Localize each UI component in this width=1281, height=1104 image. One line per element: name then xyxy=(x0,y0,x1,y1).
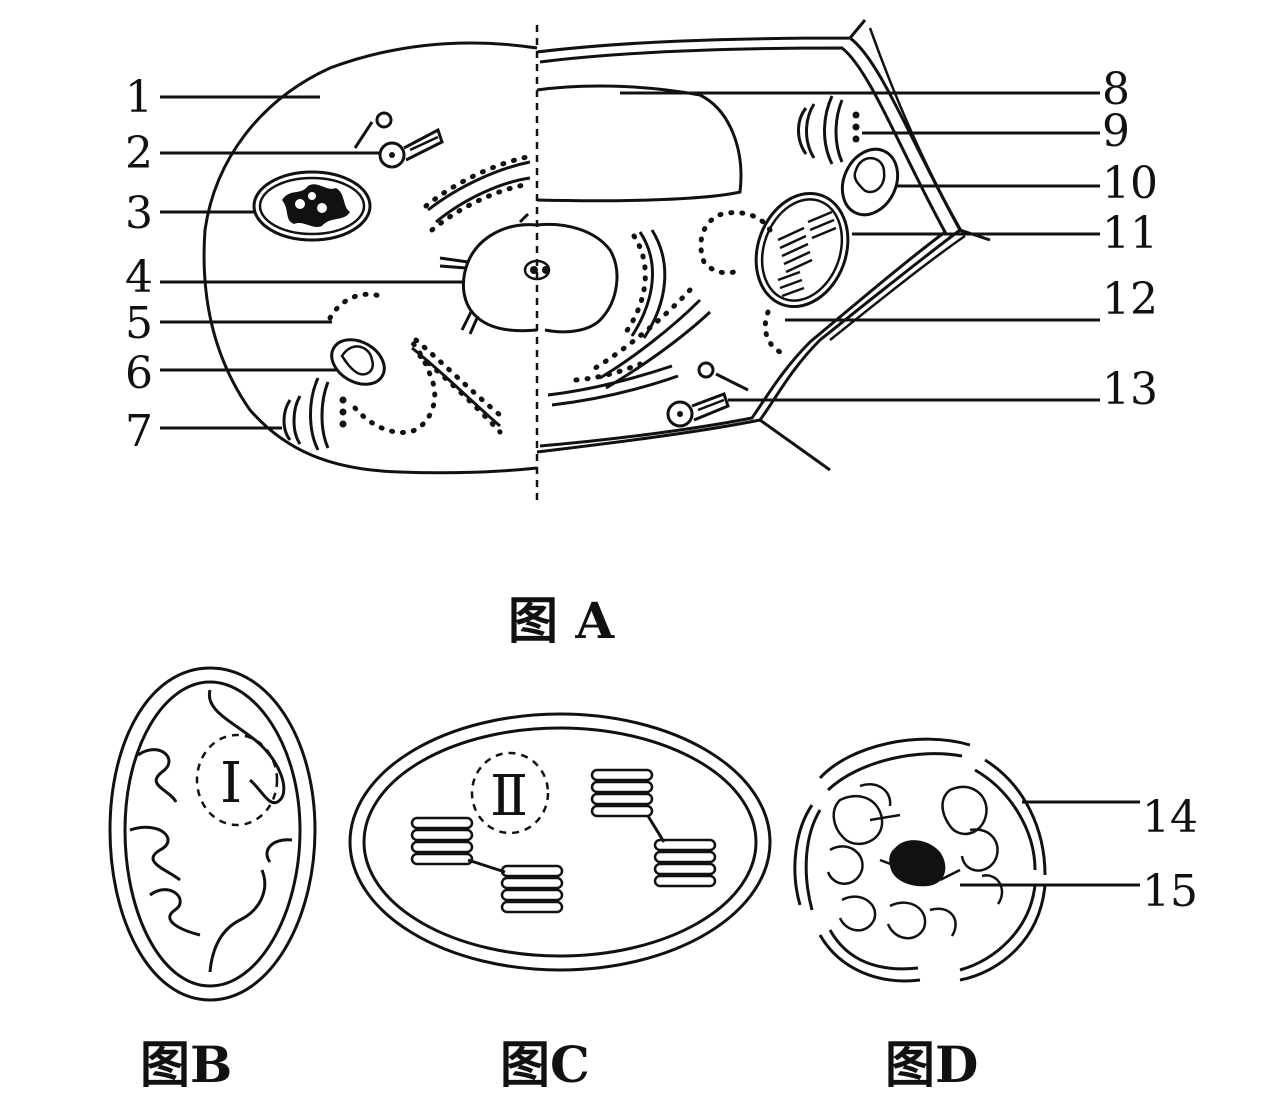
marker-roman-1: Ⅰ xyxy=(220,751,242,816)
figure-c-chloroplast: Ⅱ xyxy=(348,712,772,972)
cell-wall-inner xyxy=(539,46,947,448)
label-1: 1 xyxy=(125,72,153,123)
figure-b-mitochondrion: Ⅰ xyxy=(108,666,317,1002)
rough-er-upper-left xyxy=(423,153,535,233)
label-3: 3 xyxy=(125,188,153,239)
label-14: 14 xyxy=(1142,792,1198,843)
label-4: 4 xyxy=(125,252,153,303)
figure-d-nucleus xyxy=(793,737,1047,983)
centriole-left xyxy=(353,111,444,169)
caption-figure-b: 图B xyxy=(140,1035,232,1094)
figure-a-labels: 1 2 3 4 5 6 7 8 9 10 11 12 13 xyxy=(125,64,1158,457)
large-vacuole xyxy=(536,84,743,203)
label-5: 5 xyxy=(125,298,153,349)
grana-stack-4 xyxy=(653,838,717,888)
figure-a xyxy=(202,25,619,500)
rough-er-right xyxy=(547,229,712,407)
label-12: 12 xyxy=(1102,274,1158,325)
golgi-left xyxy=(282,377,347,451)
organelle-right-10 xyxy=(840,147,900,217)
label-15: 15 xyxy=(1142,866,1198,917)
rough-er-lower-left xyxy=(411,337,509,435)
label-13: 13 xyxy=(1102,364,1158,415)
ribosomes-left xyxy=(327,291,383,321)
ribosomes-right xyxy=(698,210,773,276)
label-9: 9 xyxy=(1102,106,1130,157)
caption-figure-d: 图D xyxy=(885,1035,978,1094)
grana-stack-2 xyxy=(500,864,564,914)
nucleus-left xyxy=(252,170,372,242)
animal-cell-membrane xyxy=(202,41,538,475)
caption-figure-a: 图 A xyxy=(508,591,615,650)
marker-roman-2: Ⅱ xyxy=(490,764,528,829)
chloroplast-right xyxy=(754,191,850,309)
golgi-right xyxy=(797,95,860,165)
grana-stack-1 xyxy=(410,816,474,866)
label-11: 11 xyxy=(1102,208,1158,259)
centriole-right xyxy=(666,361,749,428)
figure-a-leader-lines xyxy=(160,91,1100,430)
caption-figure-c: 图C xyxy=(500,1035,590,1094)
grana-stack-3 xyxy=(590,768,654,818)
figure-a-plant-half xyxy=(536,19,991,472)
central-vacuole-structure xyxy=(439,212,619,335)
label-2: 2 xyxy=(125,128,153,179)
organelle-left-6 xyxy=(330,338,386,386)
ribosomes-left-lower xyxy=(352,337,438,436)
cell-wall-outer xyxy=(536,19,991,472)
ribosomes-right-lower xyxy=(762,309,783,355)
label-8: 8 xyxy=(1102,64,1130,115)
label-7: 7 xyxy=(125,406,153,457)
label-6: 6 xyxy=(125,348,153,399)
label-10: 10 xyxy=(1102,158,1158,209)
